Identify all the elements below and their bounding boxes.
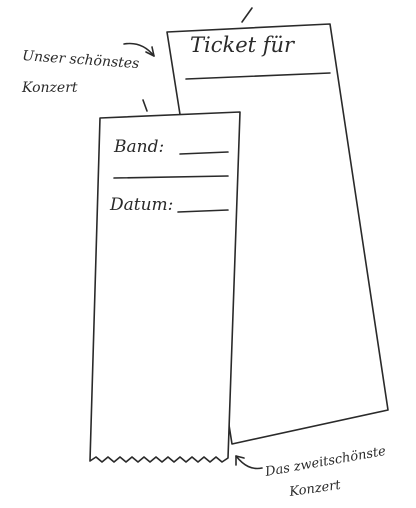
front-ticket: Band: Datum: bbox=[90, 100, 240, 462]
date-label: Datum: bbox=[109, 195, 173, 215]
back-ticket-tab bbox=[242, 8, 252, 22]
annotation-bottom-arrow bbox=[236, 456, 262, 469]
annotation-top-line1: Unser schönstes bbox=[22, 48, 140, 72]
annotation-bottom-line1: Das zweitschönste bbox=[263, 444, 387, 480]
annotation-bottom: Das zweitschönste Konzert bbox=[236, 444, 387, 500]
back-ticket-title: Ticket für bbox=[190, 33, 296, 57]
annotation-top-line2: Konzert bbox=[21, 80, 78, 96]
band-label: Band: bbox=[113, 137, 164, 157]
annotation-top: Unser schönstes Konzert bbox=[21, 44, 154, 97]
front-ticket-tab bbox=[143, 100, 147, 111]
annotation-bottom-line2: Konzert bbox=[287, 478, 342, 500]
front-ticket-outline bbox=[90, 112, 240, 462]
